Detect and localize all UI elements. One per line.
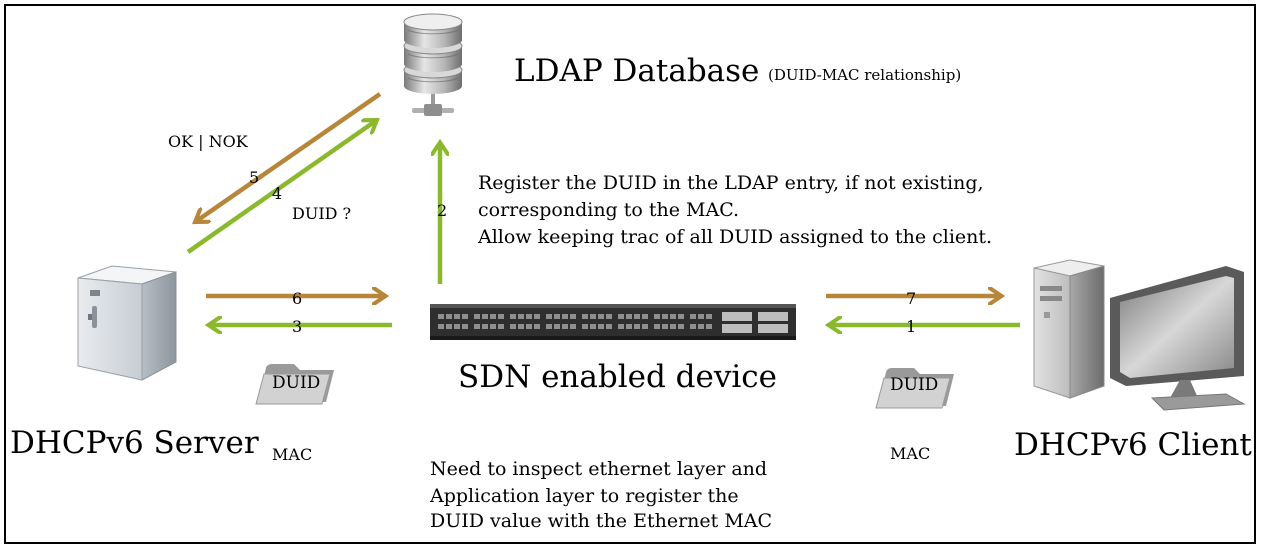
register-note-line2: corresponding to the MAC. — [478, 199, 740, 221]
server-label: DHCPv6 Server — [10, 425, 259, 461]
server-mac-label: MAC — [272, 445, 313, 464]
server-duid-folder-icon — [255, 364, 334, 405]
server-tower-icon — [77, 265, 177, 381]
sdn-device-label: SDN enabled device — [458, 359, 777, 395]
register-note-line3: Allow keeping trac of all DUID assigned … — [478, 226, 993, 248]
database-icon — [403, 13, 463, 116]
step-1-label: 1 — [906, 317, 917, 336]
client-mac-label: MAC — [890, 444, 931, 463]
ldap-title: LDAP Database — [514, 53, 760, 89]
register-note-line1: Register the DUID in the LDAP entry, if … — [478, 172, 984, 194]
inspect-note-line3: DUID value with the Ethernet MAC — [430, 510, 773, 532]
ok-nok-label: OK | NOK — [168, 132, 248, 151]
sdn-switch-icon — [430, 304, 796, 340]
step-5-label: 5 — [249, 168, 260, 187]
client-duid-folder-icon — [875, 368, 954, 409]
server-duid-label: DUID — [272, 373, 321, 393]
step-4-label: 4 — [272, 184, 283, 203]
step-3-label: 3 — [292, 317, 303, 336]
step-6-label: 6 — [292, 289, 303, 308]
arrow-5-ok-nok — [198, 92, 382, 220]
arrows-layer — [186, 92, 1020, 533]
arrow-4-duid-query — [186, 122, 374, 254]
desktop-computer-icon — [1033, 259, 1246, 411]
ldap-subtitle: (DUID-MAC relationship) — [768, 66, 962, 84]
client-label: DHCPv6 Client — [1014, 427, 1252, 463]
inspect-note-line1: Need to inspect ethernet layer and — [430, 458, 768, 480]
step-7-label: 7 — [906, 289, 917, 308]
duid-question-label: DUID ? — [292, 204, 352, 223]
step-2-label: 2 — [437, 201, 448, 220]
client-duid-label: DUID — [890, 375, 939, 395]
inspect-note-line2: Application layer to register the — [430, 485, 739, 507]
